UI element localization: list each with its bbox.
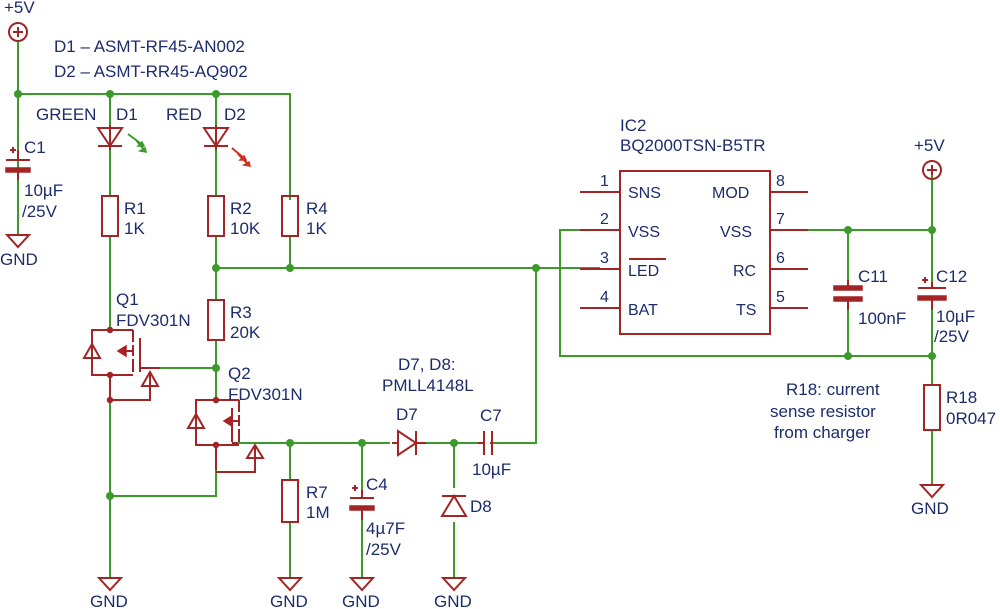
- r1-value: 1K: [124, 219, 145, 238]
- r3-ref: R3: [230, 303, 252, 322]
- d7-ref: D7: [396, 405, 418, 424]
- ic2-pin-7-name: VSS: [720, 224, 752, 241]
- ic2-pin-8-name: MOD: [712, 185, 749, 202]
- c12-value: 10µF: [936, 307, 975, 326]
- c4-rating: /25V: [366, 540, 402, 559]
- d1-ref: D1: [116, 105, 138, 124]
- r1-ref: R1: [124, 199, 146, 218]
- led-d2: [202, 125, 252, 167]
- c7-ref: C7: [480, 406, 502, 425]
- d7d8-value: PMLL4148L: [382, 376, 474, 395]
- d7d8-ref: D7, D8:: [398, 355, 456, 374]
- d8-ref: D8: [470, 497, 492, 516]
- led-d1: [96, 125, 148, 153]
- vcc-symbol-right: [922, 160, 942, 180]
- ic2-value: BQ2000TSN-B5TR: [620, 136, 766, 155]
- diode-d7: [392, 429, 426, 457]
- note-r18-line1: R18: current: [786, 380, 880, 399]
- ic2-pin-4-name: BAT: [628, 302, 658, 319]
- ic2-pin-5-num: 5: [776, 289, 785, 306]
- ic-bq2000: [580, 170, 808, 335]
- r2-ref: R2: [230, 199, 252, 218]
- gnd-label-r18: GND: [911, 499, 949, 518]
- note-d2: D2 – ASMT-RR45-AQ902: [54, 62, 248, 81]
- note-r18-line2: sense resistor: [770, 402, 876, 421]
- gnd-label-c1: GND: [0, 250, 38, 269]
- c11-value: 100nF: [858, 309, 906, 328]
- resistor-r7: [281, 479, 299, 523]
- ic2-pin-2-name: VSS: [628, 224, 660, 241]
- resistor-r1: [101, 195, 119, 237]
- capacitor-c7: [478, 431, 493, 455]
- ic2-pin-6-name: RC: [733, 263, 756, 280]
- resistor-r3: [207, 299, 225, 341]
- r4-value: 1K: [306, 219, 327, 238]
- mosfet-q2: [186, 396, 265, 473]
- ic2-pin-3-num: 3: [600, 250, 609, 267]
- ic2-pin-7-num: 7: [776, 211, 785, 228]
- gnd-label-r7: GND: [270, 592, 308, 609]
- vcc-label-left: +5V: [4, 0, 35, 17]
- capacitor-c12: [917, 277, 947, 310]
- c12-rating: /25V: [934, 327, 970, 346]
- d1-color: GREEN: [36, 105, 96, 124]
- c1-rating: /25V: [22, 202, 58, 221]
- q2-value: FDV301N: [228, 385, 303, 404]
- c11-ref: C11: [858, 267, 888, 286]
- c4-value: 4µ7F: [366, 519, 405, 538]
- r7-value: 1M: [306, 503, 330, 522]
- capacitor-c11: [833, 280, 863, 310]
- note-r18-line3: from charger: [774, 423, 871, 442]
- resistor-r18: [923, 384, 941, 431]
- r2-value: 10K: [230, 219, 261, 238]
- gnd-label-d8: GND: [434, 592, 472, 609]
- d2-ref: D2: [224, 105, 246, 124]
- r3-value: 20K: [230, 323, 261, 342]
- q1-value: FDV301N: [116, 311, 191, 330]
- c1-value: 10µF: [24, 181, 63, 200]
- junction-dots: [14, 90, 936, 500]
- ic2-pin-4-num: 4: [600, 289, 609, 306]
- d2-color: RED: [166, 105, 202, 124]
- ic2-ref: IC2: [620, 116, 646, 135]
- q1-ref: Q1: [116, 290, 139, 309]
- r7-ref: R7: [306, 483, 328, 502]
- ic2-pin-5-name: TS: [736, 302, 756, 319]
- c1-ref: C1: [24, 138, 46, 157]
- diode-d8: [440, 494, 468, 517]
- r18-ref: R18: [946, 388, 977, 407]
- resistor-r2: [207, 195, 225, 237]
- r4-ref: R4: [306, 199, 328, 218]
- gnd-symbols: [4, 234, 946, 592]
- ic2-pin-6-num: 6: [776, 250, 785, 267]
- r18-value: 0R047: [946, 409, 996, 428]
- c12-ref: C12: [936, 267, 967, 286]
- vcc-label-right: +5V: [914, 136, 945, 155]
- q2-ref: Q2: [228, 364, 251, 383]
- mosfet-q1: [82, 326, 160, 404]
- capacitor-c4: [349, 485, 375, 520]
- note-d1: D1 – ASMT-RF45-AN002: [54, 37, 245, 56]
- ic2-pin-2-num: 2: [600, 211, 609, 228]
- ic2-pin-8-num: 8: [776, 173, 785, 190]
- ic2-pin-3-name: LED: [628, 263, 659, 280]
- ic2-pin-1-name: SNS: [628, 185, 661, 202]
- vcc-symbol-left: [8, 22, 28, 42]
- c4-ref: C4: [366, 475, 388, 494]
- c7-value: 10µF: [472, 460, 511, 479]
- resistor-r4: [281, 195, 299, 237]
- gnd-label-q1: GND: [90, 592, 128, 609]
- capacitor-c1: [5, 147, 31, 180]
- ic2-pin-1-num: 1: [600, 173, 609, 190]
- gnd-label-c4: GND: [342, 592, 380, 609]
